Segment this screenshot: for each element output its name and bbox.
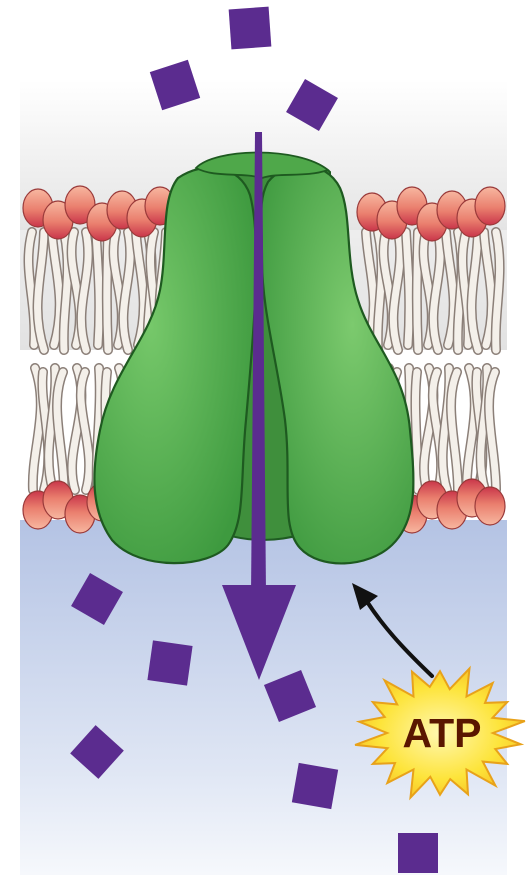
solute-molecule [229,7,272,50]
phospholipid-head [475,487,505,525]
solute-molecule [292,763,338,809]
lipid-tail [417,232,418,350]
lipid-tail [496,232,500,350]
solute-molecule [398,833,438,873]
lipid-tail [107,232,108,350]
phospholipid-head [475,187,505,225]
atp-label: ATP [403,710,482,756]
lipid-tail [415,372,418,490]
lipid-tail [96,232,99,345]
solute-molecule [147,640,192,685]
lipid-tail [406,232,409,345]
